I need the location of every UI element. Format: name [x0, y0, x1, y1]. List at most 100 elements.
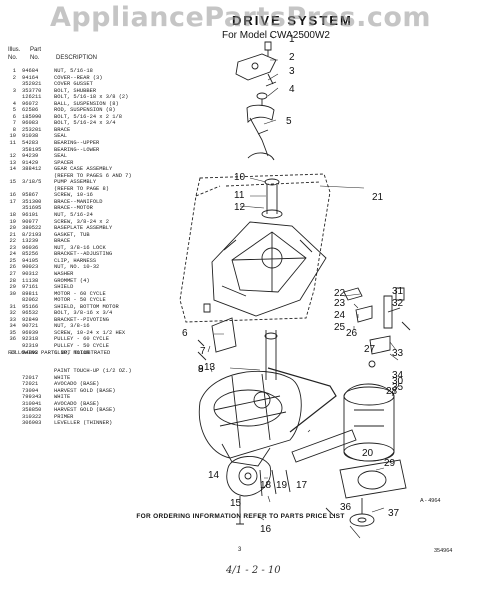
callout-number: 17 — [296, 480, 308, 491]
parts-part-no: 73094 — [22, 387, 39, 394]
parts-row: 351695 BRACE--MOTOR — [4, 205, 204, 212]
parts-description: SHIELD — [54, 284, 74, 291]
parts-description: BOLT, 5/16-18 x 3/8 (2) — [54, 94, 129, 101]
callout-number: 15 — [230, 498, 242, 509]
bolt-right-part — [383, 295, 393, 329]
parts-description: SEAL — [54, 153, 67, 160]
motor-brace-part — [291, 429, 357, 463]
parts-description: PULLEY - 60 CYCLE — [54, 336, 109, 343]
gearcase-assembly — [198, 371, 302, 459]
parts-description: PUMP ASSEMBLY — [54, 179, 97, 186]
parts-part-no: 90977 — [22, 218, 39, 225]
callout-number: 2 — [289, 52, 295, 63]
parts-part-no: 96532 — [22, 310, 39, 317]
callout-number: 31 — [392, 286, 404, 297]
parts-illus-no: 35 — [9, 329, 16, 336]
callout-number: 28 — [386, 386, 398, 397]
parts-illus-no: 21 — [9, 231, 16, 238]
parts-part-no: 62586 — [22, 107, 39, 114]
callout-number: 21 — [372, 192, 384, 203]
parts-part-no: 92849 — [22, 316, 39, 323]
parts-description: MOTOR - 60 CYCLE — [54, 290, 106, 297]
parts-description: SCREW, 10-16 — [54, 192, 93, 199]
drawing-reference: A - 4964 — [420, 498, 441, 504]
parts-illus-no: 22 — [9, 238, 16, 245]
callout-number: 18 — [260, 480, 272, 491]
parts-part-no: 126211 — [22, 94, 42, 101]
callout-number: 33 — [392, 348, 404, 359]
callout-number: 27 — [364, 344, 376, 355]
parts-part-no: 351695 — [22, 205, 42, 212]
parts-description: COVER--REAR (3) — [54, 74, 103, 81]
parts-illus-no: 36 — [9, 336, 16, 343]
pump-assembly — [226, 456, 272, 497]
parts-illus-no: 6 — [12, 113, 16, 120]
callout-number: 36 — [340, 502, 352, 513]
callout-number: 4 — [289, 84, 295, 95]
parts-description: SCREW, 3/8-24 x 2 — [54, 218, 109, 225]
parts-part-no: 353770 — [22, 87, 42, 94]
parts-description: BRACE--MOTOR — [54, 205, 93, 212]
callout-number: 5 — [286, 116, 292, 127]
document-number: 354964 — [434, 548, 453, 554]
callout-number: 32 — [392, 298, 404, 309]
parts-part-no: 89811 — [22, 290, 39, 297]
page-number: 3 — [238, 547, 242, 553]
parts-description: BRACE — [54, 238, 71, 245]
parts-illus-no: 29 — [9, 284, 16, 291]
brace-small-part — [211, 317, 237, 353]
parts-row: PAINT TOUCH-UP (1/2 OZ.) — [4, 368, 204, 375]
parts-illus-no: 23 — [9, 244, 16, 251]
parts-part-no: 799343 — [22, 394, 42, 401]
nut-part — [264, 41, 272, 56]
col-part: Part — [30, 47, 42, 53]
parts-description: CLIP, HARNESS — [54, 257, 97, 264]
col-no2: No. — [30, 55, 40, 61]
parts-part-no: 94892 — [22, 349, 39, 356]
parts-row: (REFER TO PAGES 6 AND 7) — [4, 173, 204, 180]
col-no1: No. — [8, 55, 18, 61]
parts-description: GEAR CASE ASSEMBLY — [54, 166, 113, 173]
parts-illus-no: 25 — [9, 257, 16, 264]
parts-description: NUT, 5/16-18 — [54, 68, 93, 74]
callout-number: 23 — [334, 298, 346, 309]
parts-part-no: 3/18/5 — [22, 179, 42, 186]
pulley-part — [349, 513, 375, 527]
parts-part-no: 352021 — [22, 81, 42, 88]
callout-number: 14 — [208, 470, 220, 481]
parts-description: PAINT TOUCH-UP (1/2 OZ.) — [54, 368, 132, 374]
parts-part-no: 185990 — [22, 113, 42, 120]
model-subtitle: For Model CWA2500W2 — [222, 30, 330, 41]
handwritten-note: 4/1 - 2 - 10 — [226, 565, 281, 576]
parts-description: SPACER — [54, 159, 74, 166]
parts-description: BOLT, 3/8-16 x 3/4 — [54, 310, 113, 317]
parts-description: (REFER TO PAGES 6 AND 7) — [54, 172, 132, 179]
parts-description: BOLT, 5/16-24 x 3/4 — [54, 120, 116, 127]
parts-illus-no: 20 — [9, 225, 16, 232]
parts-part-no: 306903 — [22, 420, 42, 427]
parts-illus-no: 11 — [9, 140, 16, 147]
callout-number: 30 — [392, 376, 404, 387]
parts-part-no: 82062 — [22, 297, 39, 304]
callout-number: 26 — [346, 328, 358, 339]
